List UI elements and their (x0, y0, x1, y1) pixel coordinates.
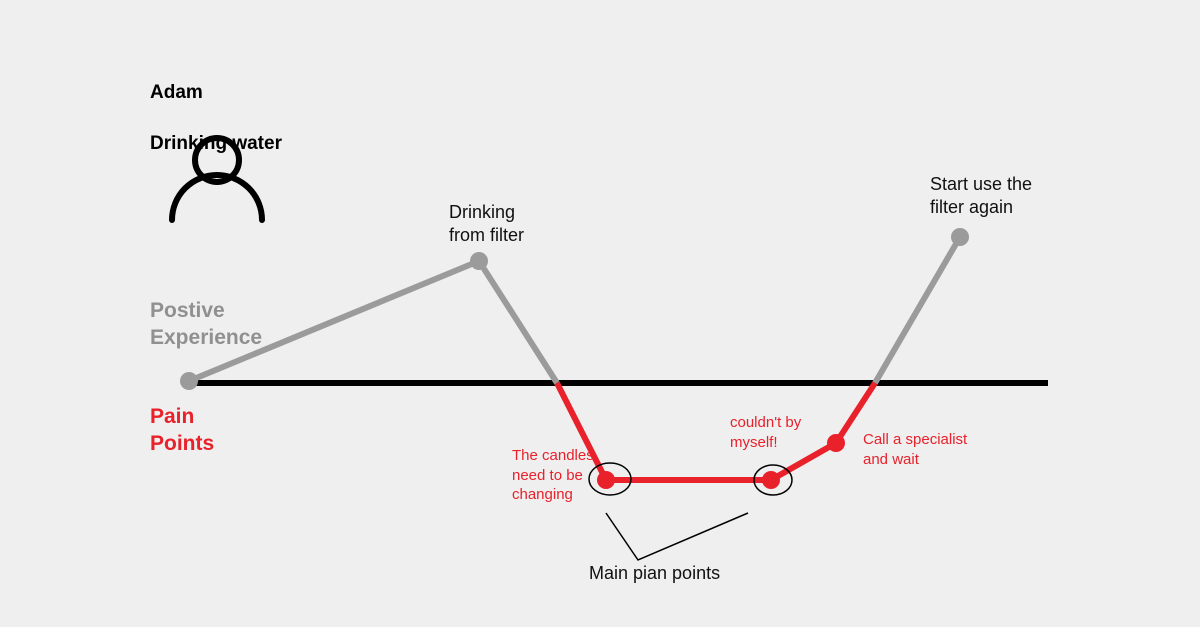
pain-zone-label: Pain Points (150, 405, 215, 455)
step-label-again: Start use the filter again (930, 174, 1033, 218)
step-label-couldnt: couldn't by myself! (730, 414, 802, 451)
pain-path (554, 381, 878, 483)
persona-heading: Adam Drinking water (150, 54, 282, 182)
step-point-couldnt (762, 471, 780, 489)
step-label-specialist: Call a specialist and wait (863, 431, 968, 468)
step-label-candles: The candles need to be changing (512, 447, 594, 503)
step-point-drinking (470, 252, 488, 270)
step-point-start (180, 372, 198, 390)
user-icon (169, 135, 265, 223)
main-pain-points-label: Main pian points (589, 563, 721, 583)
positive-zone-label: Postive Experience (150, 299, 263, 349)
persona-name: Adam (150, 81, 203, 103)
main-pain-highlight (753, 464, 793, 496)
positive-path-right (872, 235, 963, 385)
step-point-specialist (827, 434, 845, 452)
main-pain-highlight (588, 462, 632, 496)
step-point-again (951, 228, 969, 246)
persona-scenario: Drinking water (150, 132, 282, 154)
callout-line (605, 512, 749, 561)
step-label-drinking: Drinking from filter (449, 202, 525, 246)
step-point-candles (597, 471, 615, 489)
